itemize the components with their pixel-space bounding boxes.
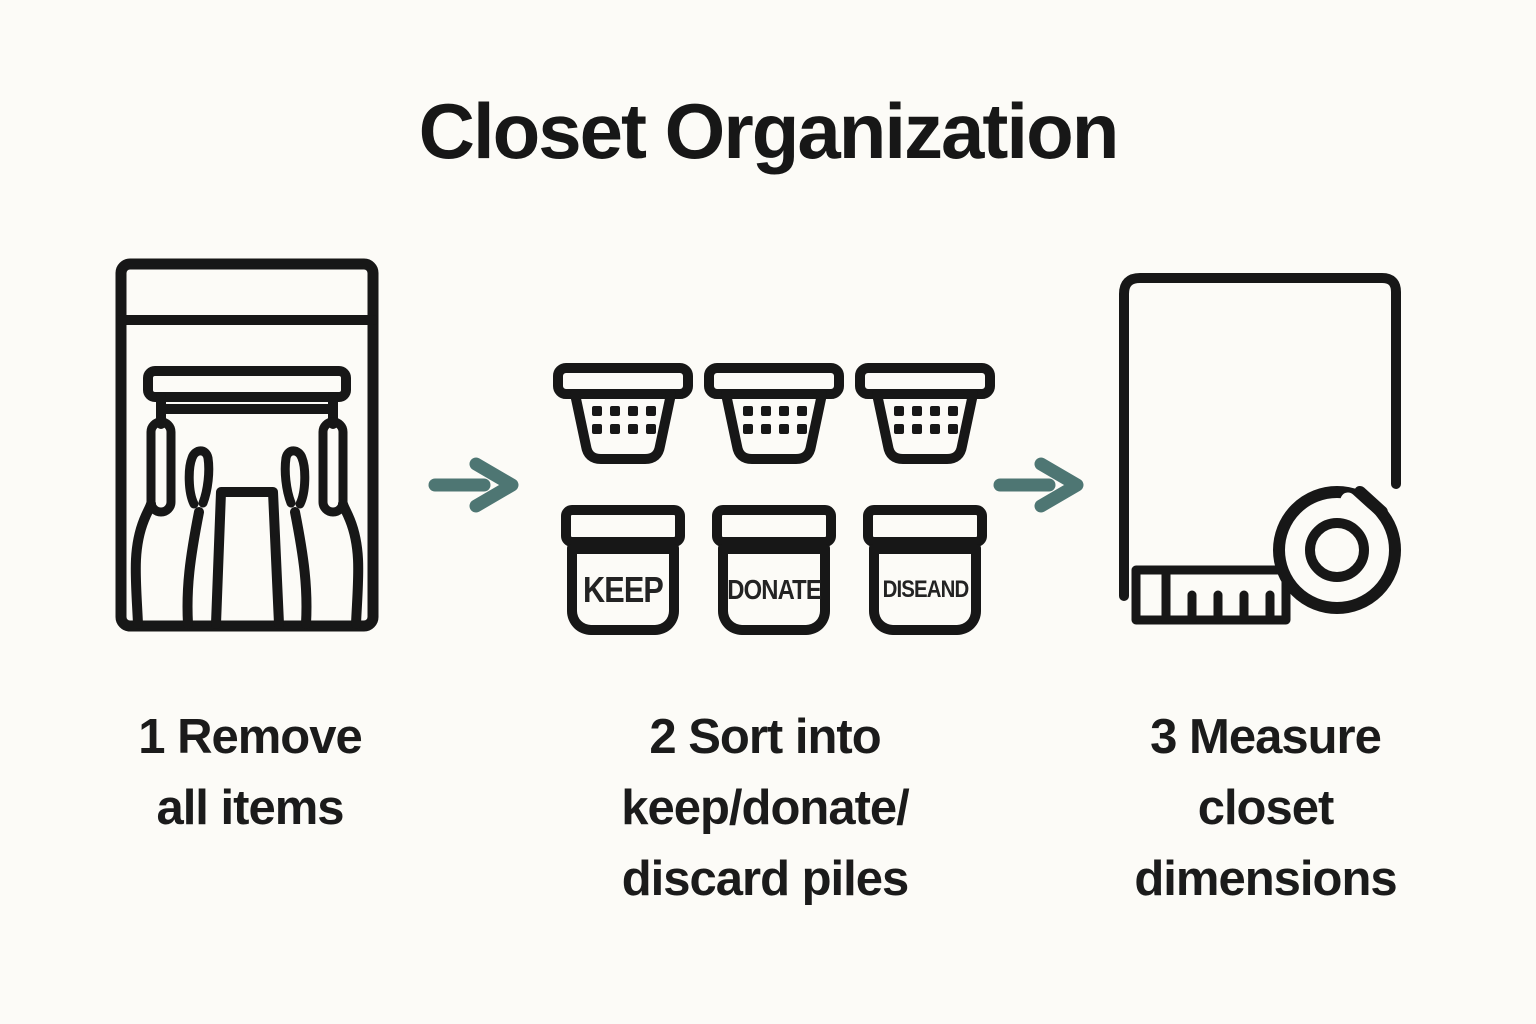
discard-jar-label: DISEAND [882, 575, 969, 603]
measuring-tape-closet-icon [1110, 264, 1406, 626]
jar-lid [863, 505, 987, 547]
jar-column: KEEP [553, 505, 693, 635]
donate-jar-icon: DONATE [712, 505, 836, 635]
sort-containers-group: KEEP DONATE DISEAND [553, 363, 995, 635]
step-1-label: 1 Remove all items [138, 710, 363, 835]
jar-column: DONATE [704, 505, 844, 635]
jar-column: DISEAND [855, 505, 995, 635]
jars-row: KEEP DONATE DISEAND [553, 505, 995, 635]
jar-body: KEEP [567, 544, 679, 635]
keep-jar-icon: KEEP [561, 505, 685, 635]
right-arrow-icon [428, 452, 524, 516]
jar-body: DISEAND [869, 544, 981, 635]
laundry-basket-icon [855, 363, 995, 465]
step-2-label: 2 Sort into keep/donate/ discard piles [621, 710, 910, 906]
step-3-label: 3 Measure closet dimensions [1134, 710, 1397, 906]
right-arrow-icon [993, 452, 1089, 516]
jar-lid [561, 505, 685, 547]
keep-jar-label: KEEP [583, 568, 664, 610]
jar-body: DONATE [718, 544, 830, 635]
page-title: Closet Organization [418, 87, 1120, 175]
laundry-basket-icon [553, 363, 693, 465]
laundry-basket-icon [704, 363, 844, 465]
baskets-row [553, 363, 995, 465]
jar-lid [712, 505, 836, 547]
discard-jar-icon: DISEAND [863, 505, 987, 635]
closet-remove-items-icon [115, 258, 379, 632]
donate-jar-label: DONATE [727, 573, 821, 605]
